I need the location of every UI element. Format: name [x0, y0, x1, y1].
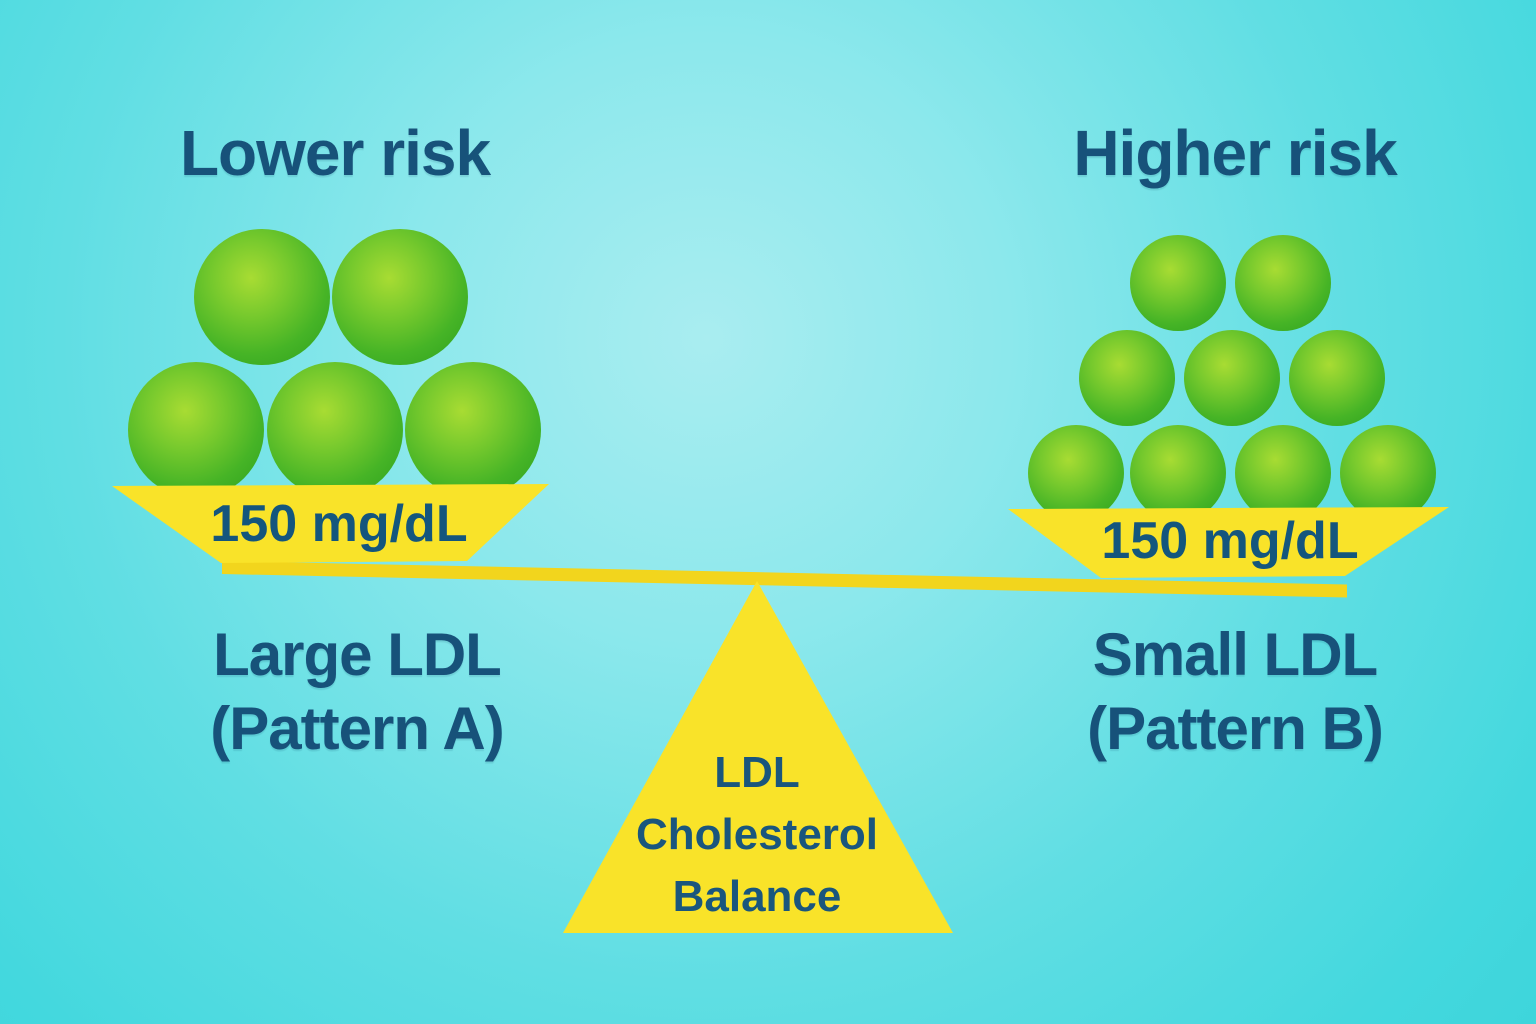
small-ldl-particles [1028, 235, 1436, 521]
risk-label-left: Lower risk [179, 117, 491, 189]
ldl-particle-large [405, 362, 541, 498]
fulcrum-label-line2: Cholesterol [635, 810, 879, 859]
type-label-left-line2: (Pattern A) [210, 695, 504, 762]
fulcrum-label-line3: Balance [672, 872, 842, 921]
ldl-particle-small [1289, 330, 1385, 426]
ldl-particle-small [1340, 425, 1436, 521]
ldl-particle-small [1130, 425, 1226, 521]
fulcrum-label: LDL Cholesterol Balance [557, 742, 957, 928]
ldl-particle-small [1235, 235, 1331, 331]
ldl-particle-large [128, 362, 264, 498]
scale-pan-left [112, 484, 549, 563]
ldl-particle-small [1184, 330, 1280, 426]
large-ldl-particles [128, 229, 541, 498]
ldl-particle-small [1028, 425, 1124, 521]
scale-pan-right [1008, 507, 1449, 578]
ldl-particle-large [267, 362, 403, 498]
pan-value-right: 150 mg/dL [1101, 512, 1359, 570]
type-label-right-line1: Small LDL [1092, 621, 1378, 688]
ldl-particle-large [194, 229, 330, 365]
ldl-particle-small [1079, 330, 1175, 426]
ldl-particle-large [332, 229, 468, 365]
fulcrum-label-line1: LDL [714, 748, 800, 797]
type-label-left-line1: Large LDL [213, 621, 502, 688]
type-label-right-line2: (Pattern B) [1087, 695, 1384, 762]
ldl-particle-small [1130, 235, 1226, 331]
fulcrum-triangle [563, 581, 953, 933]
type-label-left: Large LDL (Pattern A) [57, 618, 657, 766]
balance-beam [222, 561, 1347, 598]
type-label-right: Small LDL (Pattern B) [935, 618, 1535, 766]
risk-label-right: Higher risk [1073, 117, 1397, 189]
pan-value-left: 150 mg/dL [210, 495, 468, 553]
ldl-particle-small [1235, 425, 1331, 521]
